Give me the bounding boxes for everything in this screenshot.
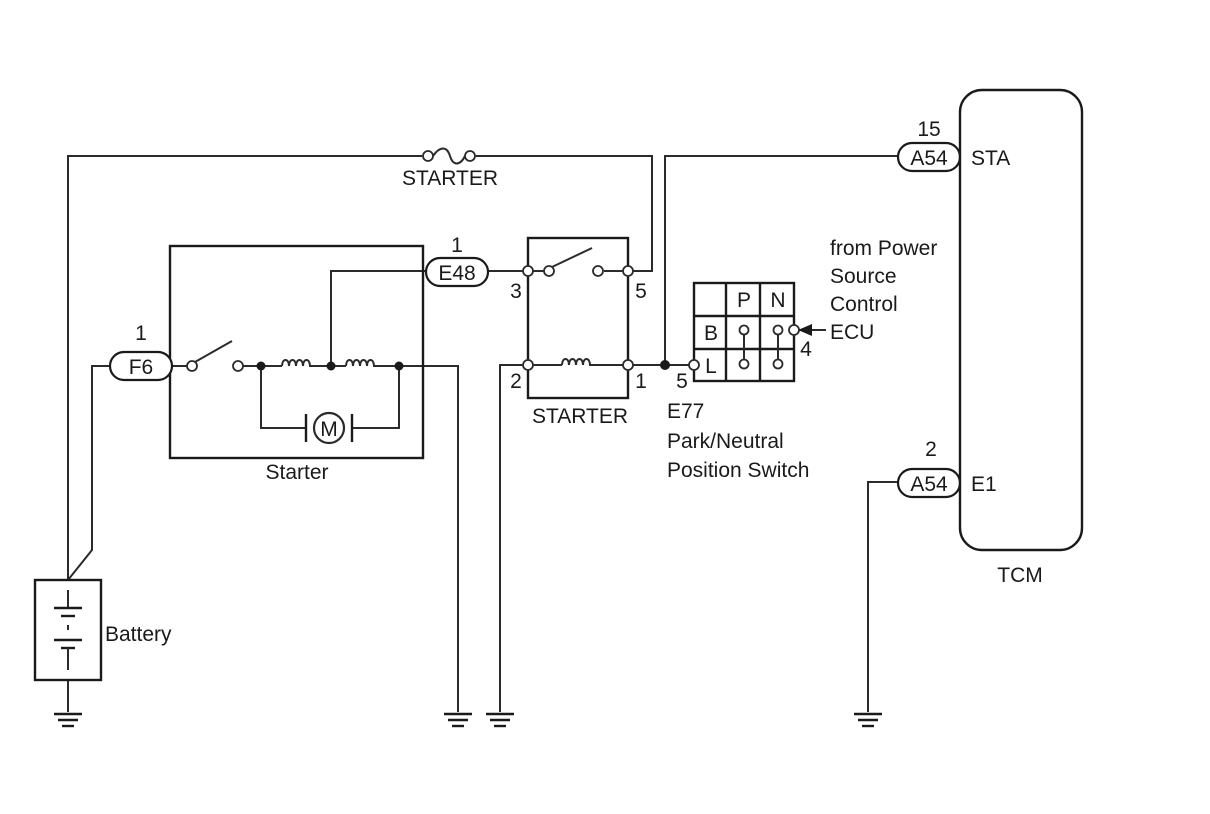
ecu-note-line2: Source: [830, 265, 897, 288]
ecu-arrow-icon: [798, 324, 812, 336]
battery-label: Battery: [105, 623, 172, 646]
relay-label: STARTER: [532, 405, 628, 428]
tcm-pin-sta: STA: [971, 147, 1010, 170]
starter-coil-1: [281, 359, 316, 367]
starter-fuse: STARTER: [402, 147, 498, 190]
tcm-module: STA E1 TCM: [958, 88, 1084, 587]
relay-switch-blade: [551, 247, 593, 268]
connector-a54-e1-code: A54: [910, 473, 948, 496]
starter-switch-blade: [194, 340, 233, 363]
splice-point: [660, 360, 670, 370]
relay-contact: [543, 265, 555, 277]
starter-switch-terminal: [186, 360, 198, 372]
tcm-pin-e1: E1: [971, 473, 997, 496]
pn-switch: P N B L 5 4 E77 Park/Neutral Position Sw…: [667, 281, 812, 482]
battery: Battery: [33, 578, 172, 682]
pn-header-p: P: [737, 289, 751, 312]
connector-e48: E48 1: [424, 234, 490, 288]
connector-e48-code: E48: [438, 262, 475, 285]
starter-assembly: M Starter: [168, 244, 425, 484]
relay-pin-2: 2: [510, 370, 522, 393]
ground-icon: [54, 712, 82, 728]
ecu-note-line3: Control: [830, 293, 898, 316]
connector-a54-sta-code: A54: [910, 147, 948, 170]
fuse-label: STARTER: [402, 167, 498, 190]
ecu-note-line1: from Power: [830, 237, 937, 260]
motor-icon: M: [304, 411, 354, 445]
ground-icon: [444, 712, 472, 728]
svg-text:M: M: [320, 418, 338, 441]
connector-f6: F6 1: [108, 322, 174, 382]
starter-coil-2: [345, 359, 380, 367]
starter-relay: 3 5 2 1 STARTER: [510, 236, 647, 428]
pn-code: E77: [667, 400, 704, 423]
relay-pin-3: 3: [510, 280, 522, 303]
ecu-note: from Power Source Control ECU: [830, 237, 937, 344]
ecu-note-line4: ECU: [830, 321, 874, 344]
ground-icon: [486, 712, 514, 728]
ground-icon: [854, 712, 882, 728]
connector-f6-pin: 1: [135, 322, 147, 345]
connector-a54-sta-pin: 15: [917, 118, 940, 141]
pn-row-l: L: [705, 355, 717, 378]
pn-header-n: N: [770, 289, 785, 312]
connector-f6-code: F6: [129, 356, 154, 379]
connector-e48-pin: 1: [451, 234, 463, 257]
starter-switch-terminal: [232, 360, 244, 372]
relay-pin-5: 5: [635, 280, 647, 303]
relay-pin-1: 1: [635, 370, 647, 393]
pn-row-b: B: [704, 322, 718, 345]
connector-a54-e1: A54 2: [896, 438, 962, 499]
relay-contact: [592, 265, 604, 277]
pn-pin-l: 5: [676, 370, 688, 393]
pn-name-line1: Park/Neutral: [667, 430, 784, 453]
connector-a54-sta: A54 15: [896, 118, 962, 173]
pn-name-line2: Position Switch: [667, 459, 809, 482]
starter-label: Starter: [265, 461, 328, 484]
relay-coil: [561, 358, 596, 366]
tcm-label: TCM: [997, 564, 1043, 587]
pn-pin-b: 4: [800, 338, 812, 361]
wires: [67, 155, 898, 712]
connector-a54-e1-pin: 2: [925, 438, 937, 461]
